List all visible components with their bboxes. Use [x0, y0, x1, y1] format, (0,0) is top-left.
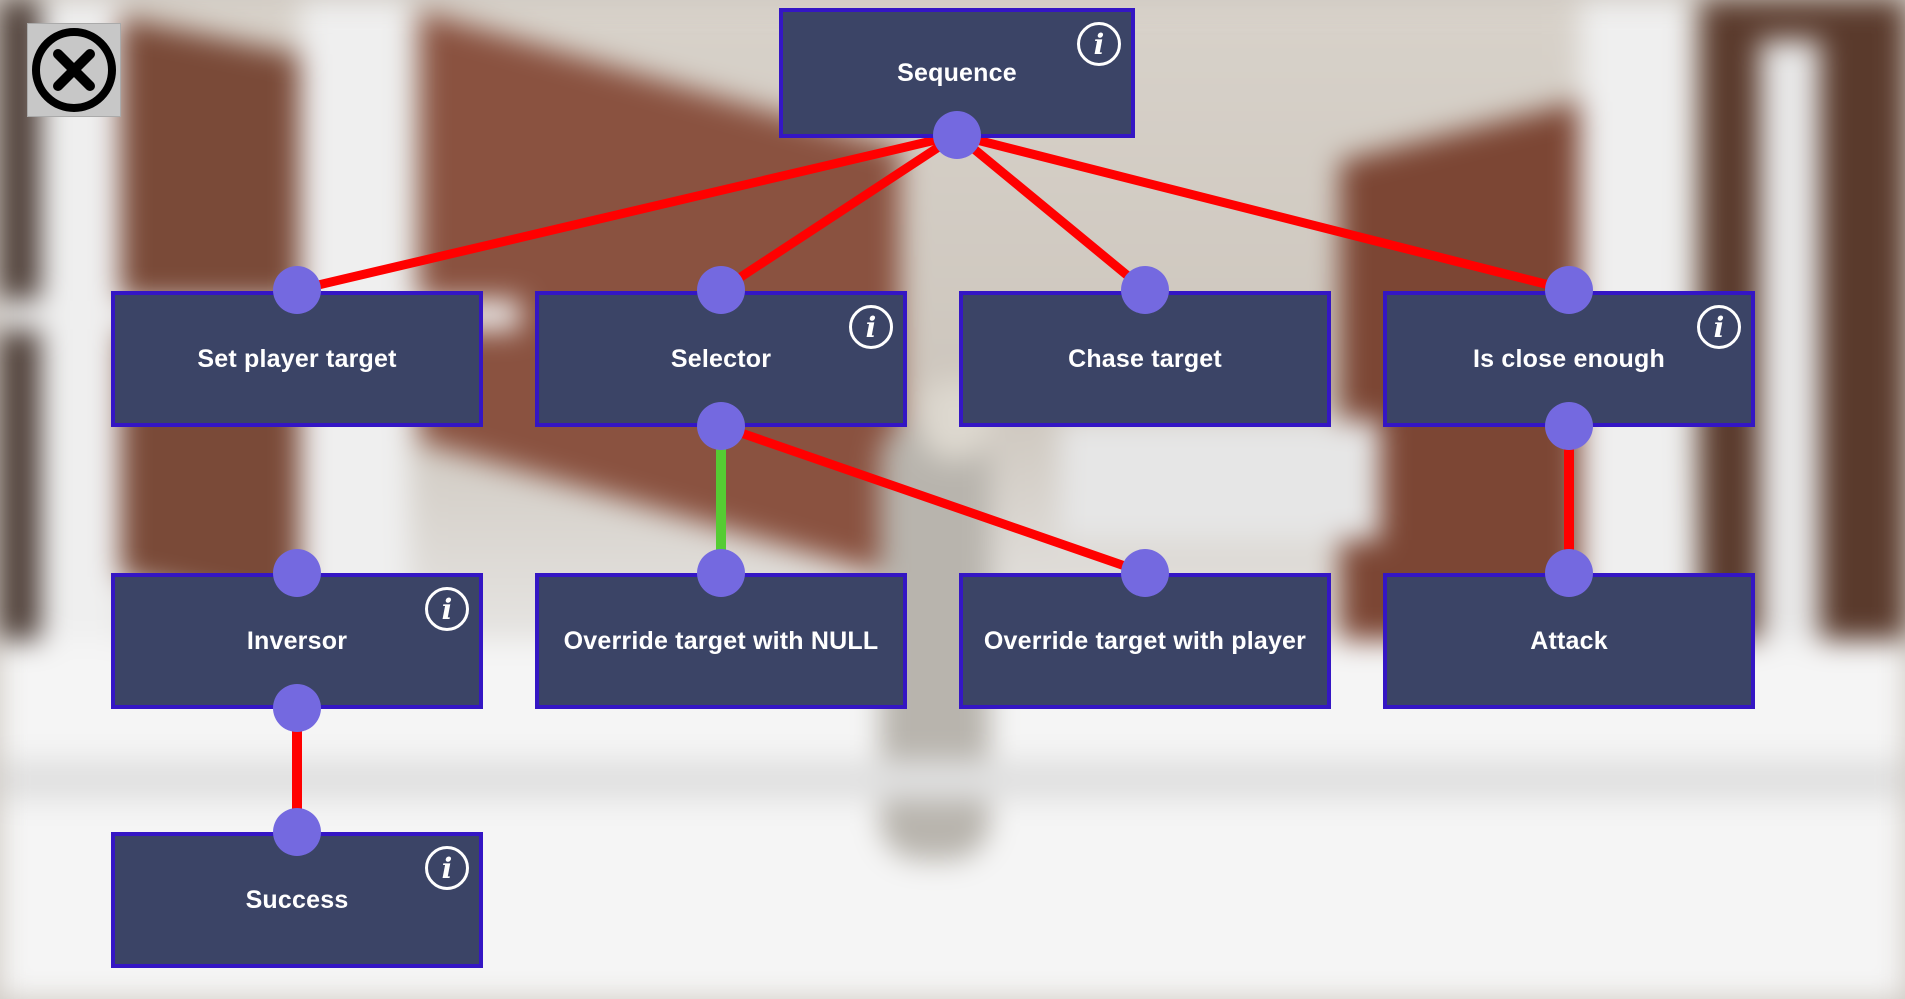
- port-set-player-target-in[interactable]: [273, 266, 321, 314]
- close-button[interactable]: [27, 23, 121, 117]
- node-label: Sequence: [897, 58, 1017, 87]
- node-label: Selector: [670, 344, 772, 373]
- edge-sequence-selector: [716, 130, 962, 295]
- node-label: Override target with player: [983, 626, 1307, 655]
- info-icon[interactable]: i: [849, 305, 893, 349]
- info-icon[interactable]: i: [425, 846, 469, 890]
- node-label: Inversor: [246, 626, 348, 655]
- port-sequence-out[interactable]: [933, 111, 981, 159]
- info-icon[interactable]: i: [1697, 305, 1741, 349]
- node-label: Set player target: [197, 344, 397, 373]
- node-label: Is close enough: [1473, 344, 1665, 373]
- port-override-player-in[interactable]: [1121, 549, 1169, 597]
- port-chase-target-in[interactable]: [1121, 266, 1169, 314]
- node-label: Override target with NULL: [563, 626, 879, 655]
- edge-selector-overrideplayer: [716, 421, 1150, 578]
- port-selector-in[interactable]: [697, 266, 745, 314]
- edge-sequence-isclose: [952, 130, 1574, 295]
- port-selector-out[interactable]: [697, 402, 745, 450]
- edge-sequence-chasetarget: [952, 130, 1150, 295]
- node-label: Attack: [1530, 626, 1608, 655]
- port-inversor-out[interactable]: [273, 684, 321, 732]
- info-icon[interactable]: i: [1077, 22, 1121, 66]
- port-is-close-enough-in[interactable]: [1545, 266, 1593, 314]
- port-override-null-in[interactable]: [697, 549, 745, 597]
- port-is-close-enough-out[interactable]: [1545, 402, 1593, 450]
- info-icon[interactable]: i: [425, 587, 469, 631]
- port-attack-in[interactable]: [1545, 549, 1593, 597]
- node-label: Success: [245, 885, 349, 914]
- edge-sequence-setplayertarget: [292, 130, 962, 295]
- node-label: Chase target: [1068, 344, 1222, 373]
- port-inversor-in[interactable]: [273, 549, 321, 597]
- port-success-in[interactable]: [273, 808, 321, 856]
- close-circle-icon: [32, 28, 116, 112]
